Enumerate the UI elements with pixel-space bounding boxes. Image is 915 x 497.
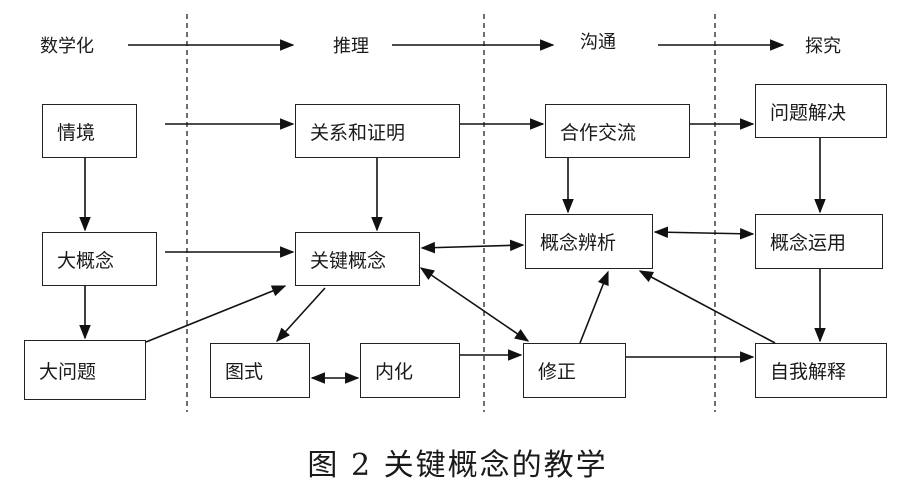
box-wenti-jiejue: 问题解决 [755, 84, 887, 138]
arrow-ziwo-to-bianxi [638, 270, 776, 344]
box-wenti-jiejue-label: 问题解决 [770, 101, 847, 124]
arrow-guanjian-xiuzheng-bidir [419, 267, 530, 342]
box-neihua: 内化 [360, 343, 460, 398]
box-neihua-label: 内化 [375, 361, 414, 383]
box-xiuzheng-label: 修正 [538, 361, 577, 383]
stage-label-reasoning: 推理 [333, 36, 369, 57]
box-gainian-bianxi: 概念辨析 [525, 214, 653, 269]
box-gainian-bianxi-label: 概念辨析 [540, 232, 617, 254]
box-gainian-yunyong-label: 概念运用 [770, 232, 847, 254]
stage-label-communication: 沟通 [580, 32, 616, 53]
arrow-da-wenti-to-guanjian [145, 285, 287, 343]
box-xiuzheng: 修正 [523, 343, 626, 398]
box-qingjing-label: 情境 [57, 121, 96, 144]
box-hezuo-jiaoliu: 合作交流 [545, 104, 690, 158]
box-ziwo-jieshi: 自我解释 [755, 343, 887, 398]
box-da-wenti: 大问题 [24, 340, 146, 400]
box-da-gainian-label: 大概念 [57, 249, 115, 272]
box-da-wenti-label: 大问题 [39, 360, 97, 383]
box-tushi-label: 图式 [225, 361, 264, 383]
stage-label-inquiry: 探究 [805, 36, 841, 57]
arrow-guanjian-to-tushi [276, 287, 326, 343]
arrow-xiuzheng-to-bianxi [579, 270, 609, 344]
box-qingjing: 情境 [42, 104, 137, 158]
stage-label-mathematization: 数学化 [40, 36, 94, 57]
box-guanxi-zhengming-label: 关系和证明 [310, 121, 406, 144]
box-hezuo-jiaoliu-label: 合作交流 [560, 121, 637, 144]
box-guanxi-zhengming: 关系和证明 [295, 104, 460, 158]
figure-caption: 图 2 关键概念的教学 [307, 448, 608, 483]
box-da-gainian: 大概念 [42, 232, 157, 286]
box-guanjian-gainian-label: 关键概念 [310, 249, 387, 272]
box-guanjian-gainian: 关键概念 [295, 232, 420, 286]
box-ziwo-jieshi-label: 自我解释 [770, 361, 847, 383]
arrow-bianxi-yunyong-bidir [653, 226, 755, 240]
box-tushi: 图式 [210, 343, 310, 398]
box-gainian-yunyong: 概念运用 [755, 214, 883, 269]
arrow-guanjian-bianxi-bidir [420, 239, 525, 254]
